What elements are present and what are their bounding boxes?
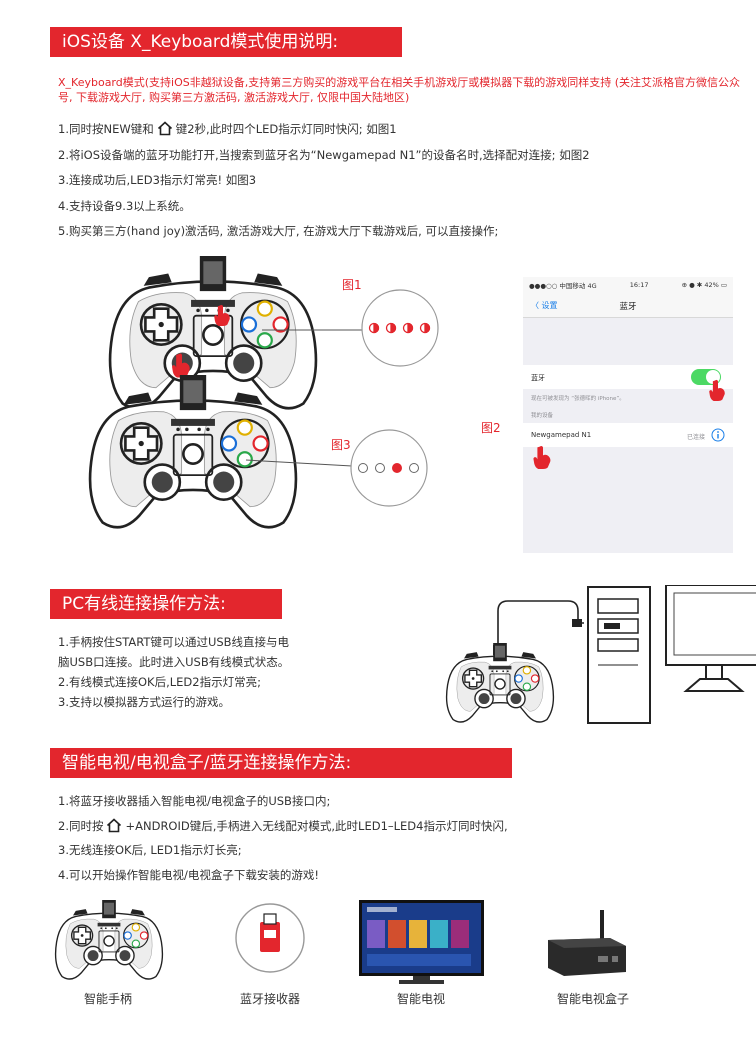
tv-step-1: 1.将蓝牙接收器插入智能电视/电视盒子的USB接口内; (58, 794, 331, 808)
pc-step-2: 2.有线模式连接OK后,LED2指示灯常亮; (58, 675, 261, 689)
phone-nav-bar: 〈 设置 蓝牙 (523, 293, 733, 318)
pc-step-3: 3.支持以模拟器方式运行的游戏。 (58, 695, 230, 709)
smart-tv-image (359, 900, 484, 984)
ios-section-title: iOS设备 X_Keyboard模式使用说明: (50, 27, 402, 57)
hand-pointer-icon (709, 379, 725, 401)
caption-tv-box: 智能电视盒子 (556, 992, 629, 1006)
figure-1-label: 图1 (342, 278, 362, 292)
figure-2-label: 图2 (481, 421, 501, 435)
ios-intro-text: X_Keyboard模式(支持iOS非越狱设备,支持第三方购买的游戏平台在相关手… (58, 76, 741, 104)
bluetooth-toggle-row: 蓝牙 (523, 365, 733, 389)
figure-3-label: 图3 (331, 438, 351, 452)
tv-step-4: 4.可以开始操作智能电视/电视盒子下载安装的游戏! (58, 867, 319, 882)
pc-connection-illustration (445, 585, 756, 724)
phone-title: 蓝牙 (619, 302, 637, 312)
device-name: Newgamepad N1 (531, 431, 592, 439)
tv-steps-list: 1.将蓝牙接收器插入智能电视/电视盒子的USB接口内; 2.同时按+ANDROI… (58, 789, 508, 887)
pc-step-1b: 脑USB口连接。此时进入USB有线模式状态。 (58, 655, 290, 669)
led-indicator-fig1 (361, 289, 439, 367)
device-status: 已连接 (686, 434, 705, 441)
tv-box-image (548, 910, 626, 976)
device-row[interactable]: Newgamepad N1 已连接 (523, 423, 733, 447)
caption-receiver: 蓝牙接收器 (239, 992, 300, 1006)
tv-step-2: 2.同时按+ANDROID键后,手柄进入无线配对模式,此时LED1–LED4指示… (58, 817, 508, 833)
ios-step-5: 5.购买第三方(hand joy)激活码, 激活游戏大厅, 在游戏大厅下载游戏后… (58, 224, 499, 238)
ios-step-1: 1.同时按NEW键和键2秒,此时四个LED指示灯同时快闪; 如图1 (58, 121, 397, 136)
bluetooth-receiver-image (235, 903, 305, 973)
discoverable-note: 现在可被发现为 “张德晖的 iPhone”。 (531, 396, 625, 402)
pc-section-title: PC有线连接操作方法: (50, 589, 282, 619)
home-icon (157, 121, 172, 136)
ios-step-4: 4.支持设备9.3以上系统。 (58, 198, 191, 213)
ios-steps-list: 1.同时按NEW键和键2秒,此时四个LED指示灯同时快闪; 如图1 2.将iOS… (58, 117, 590, 245)
phone-status-bar: ●●●○○ 中国移动 4G 16:17 ⊕ ● ✱ 42% ▭ (523, 277, 733, 293)
ios-step-2: 2.将iOS设备端的蓝牙功能打开,当搜索到蓝牙名为“Newgamepad N1”… (58, 147, 590, 162)
iphone-bluetooth-screen: ●●●○○ 中国移动 4G 16:17 ⊕ ● ✱ 42% ▭ 〈 设置 蓝牙 … (523, 277, 733, 553)
back-button[interactable]: 〈 设置 (531, 301, 558, 310)
pc-steps-list: 1.手柄按住START键可以通过USB线直接与电 脑USB口连接。此时进入USB… (58, 632, 289, 712)
ios-step-3: 3.连接成功后,LED3指示灯常亮! 如图3 (58, 173, 257, 187)
home-icon (107, 817, 122, 832)
hand-pointer-icon (533, 445, 551, 469)
caption-gamepad: 智能手柄 (83, 992, 132, 1006)
pc-step-1a: 1.手柄按住START键可以通过USB线直接与电 (58, 635, 290, 649)
smart-gamepad-image (54, 900, 164, 980)
led-indicator-fig3 (350, 429, 428, 507)
my-devices-header: 我的设备 (531, 413, 554, 419)
tv-section-title: 智能电视/电视盒子/蓝牙连接操作方法: (50, 748, 512, 778)
caption-tv: 智能电视 (396, 992, 445, 1006)
info-icon[interactable] (711, 428, 725, 442)
tv-step-3: 3.无线连接OK后, LED1指示灯长亮; (58, 843, 242, 857)
